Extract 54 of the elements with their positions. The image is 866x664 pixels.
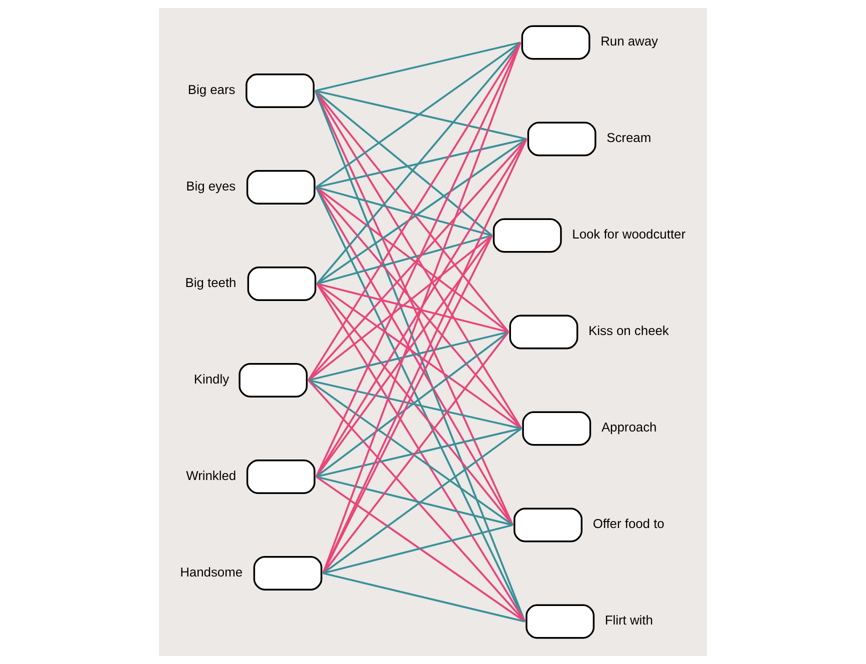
connector — [316, 234, 492, 285]
connector — [308, 234, 493, 381]
connector — [308, 379, 522, 430]
connector — [322, 428, 522, 574]
connector — [316, 186, 509, 333]
connector — [308, 380, 526, 622]
connector — [315, 186, 526, 622]
connector — [316, 138, 527, 188]
node-label: Look for woodcutter — [572, 226, 686, 242]
connector — [316, 186, 492, 236]
connector — [316, 283, 526, 622]
connector — [314, 90, 526, 622]
connector — [308, 138, 528, 381]
node-label: Big teeth — [185, 274, 236, 290]
node-label: Flirt with — [604, 612, 653, 628]
connector — [315, 90, 527, 140]
connector — [315, 186, 514, 526]
connector — [316, 42, 522, 284]
connector — [322, 138, 528, 574]
connector — [316, 282, 509, 333]
connector — [316, 476, 513, 526]
connector — [316, 42, 521, 188]
node-label: Offer food to — [592, 516, 664, 532]
connector — [322, 572, 525, 622]
node-label: Handsome — [180, 564, 243, 580]
node-label: Scream — [606, 130, 652, 146]
node-label: Big eyes — [186, 178, 236, 194]
connector — [314, 90, 493, 236]
connector — [315, 138, 528, 478]
node-label: Kiss on cheek — [588, 323, 669, 338]
connector — [314, 90, 510, 333]
node-label: Kindly — [194, 371, 230, 386]
connector — [316, 138, 528, 285]
connector — [322, 42, 522, 574]
connector — [315, 42, 522, 478]
connector — [314, 90, 522, 429]
connector — [316, 186, 522, 430]
connector — [308, 42, 522, 381]
connector — [316, 476, 526, 622]
connector — [314, 90, 514, 526]
connector — [308, 331, 509, 382]
connector — [322, 524, 513, 574]
node-label: Run away — [600, 34, 658, 49]
connector — [315, 42, 521, 92]
connector — [308, 379, 514, 526]
connector — [322, 235, 493, 574]
node-label: Big ears — [188, 82, 236, 97]
node-label: Wrinkled — [186, 468, 236, 483]
connector — [316, 331, 509, 478]
connector — [315, 234, 493, 478]
connector — [316, 282, 522, 430]
connector — [316, 283, 514, 526]
connector — [316, 428, 522, 478]
node-label: Approach — [601, 420, 657, 435]
